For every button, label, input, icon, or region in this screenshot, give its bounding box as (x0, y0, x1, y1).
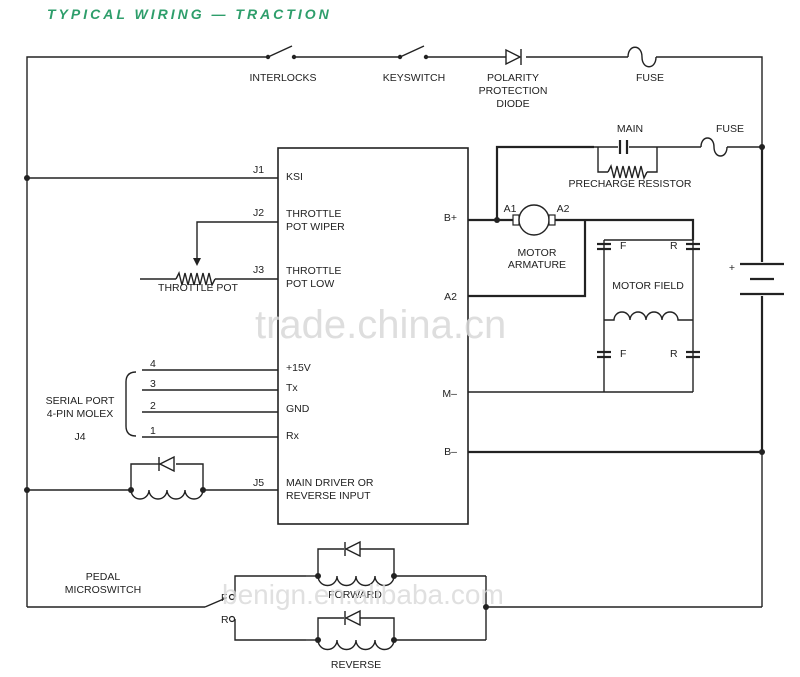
watermark-trade: trade.china.cn (255, 303, 506, 347)
tx-label: Tx (286, 382, 298, 394)
serial-port-lines (125, 369, 278, 438)
pedal-label-2: MICROSWITCH (65, 584, 141, 596)
top-rail (26, 56, 763, 607)
a2-terminal-label: A2 (444, 291, 457, 303)
plus15v-label: +15V (286, 362, 311, 374)
field-r-top-label: R (670, 240, 678, 252)
field-f-bot-label: F (620, 348, 626, 360)
b-plus-label: B+ (444, 212, 457, 224)
rx-label: Rx (286, 430, 300, 442)
precharge-label: PRECHARGE RESISTOR (569, 178, 692, 190)
throttle-wiper-label-1: THROTTLE (286, 208, 341, 220)
b-minus-label: B– (444, 446, 457, 458)
pedal-r-label: R (221, 614, 229, 626)
polarity-diode-icon (505, 48, 522, 66)
reverse-label: REVERSE (331, 659, 381, 671)
controller-box (277, 147, 469, 525)
motor-a1-label: A1 (504, 203, 517, 215)
throttle-wiper-label-2: POT WIPER (286, 221, 345, 233)
serial-pin-3: 3 (150, 378, 156, 390)
j5-label: J5 (253, 477, 264, 489)
j5-coil-icon (24, 455, 278, 500)
diode-label-3: DIODE (496, 98, 529, 110)
interlocks-switch (265, 45, 297, 60)
fuse-right-label: FUSE (716, 123, 744, 135)
interlocks-label: INTERLOCKS (249, 72, 316, 84)
main-driver-label-2: REVERSE INPUT (286, 490, 371, 502)
pedal-label-1: PEDAL (86, 571, 121, 583)
diode-label-2: PROTECTION (479, 85, 548, 97)
j2-label: J2 (253, 207, 264, 219)
diode-label-1: POLARITY (487, 72, 539, 84)
field-r-bot-label: R (670, 348, 678, 360)
gnd-label: GND (286, 403, 310, 415)
diagram-title: TYPICAL WIRING — TRACTION (47, 6, 332, 22)
power-section (468, 137, 784, 452)
pedal-section (27, 540, 762, 651)
serial-pin-2: 2 (150, 400, 156, 412)
fuse-top-icon (627, 46, 657, 68)
throttle-low-label-2: POT LOW (286, 278, 334, 290)
keyswitch-label: KEYSWITCH (383, 72, 445, 84)
serial-label-1: SERIAL PORT (46, 395, 115, 407)
main-contactor-label: MAIN (617, 123, 643, 135)
serial-pin-4: 4 (150, 358, 156, 370)
m-minus-label: M– (442, 388, 457, 400)
motor-a2-label: A2 (557, 203, 570, 215)
j4-label: J4 (74, 431, 85, 443)
j3-label: J3 (253, 264, 264, 276)
motor-field-label: MOTOR FIELD (612, 280, 684, 292)
serial-label-2: 4-PIN MOLEX (47, 408, 114, 420)
ksi-label: KSI (286, 171, 303, 183)
motor-armature-icon (468, 204, 695, 298)
throttle-pot-label: THROTTLE POT (158, 282, 239, 294)
pedal-f-label: F (221, 592, 227, 604)
watermark-alibaba: benign.en.alibaba.com (222, 579, 504, 610)
keyswitch-switch (397, 45, 429, 60)
throttle-low-label-1: THROTTLE (286, 265, 341, 277)
motor-label-1: MOTOR (518, 247, 557, 259)
serial-pin-1: 1 (150, 425, 156, 437)
motor-field-bridge (597, 239, 700, 393)
j1-label: J1 (253, 164, 264, 176)
forward-label: FORWARD (328, 589, 382, 601)
main-driver-label-1: MAIN DRIVER OR (286, 477, 374, 489)
j2-wire (196, 221, 278, 262)
throttle-pot-icon (175, 270, 216, 288)
battery-plus-label: + (729, 262, 735, 274)
motor-label-2: ARMATURE (508, 259, 566, 271)
fuse-top-label: FUSE (636, 72, 664, 84)
field-f-top-label: F (620, 240, 626, 252)
